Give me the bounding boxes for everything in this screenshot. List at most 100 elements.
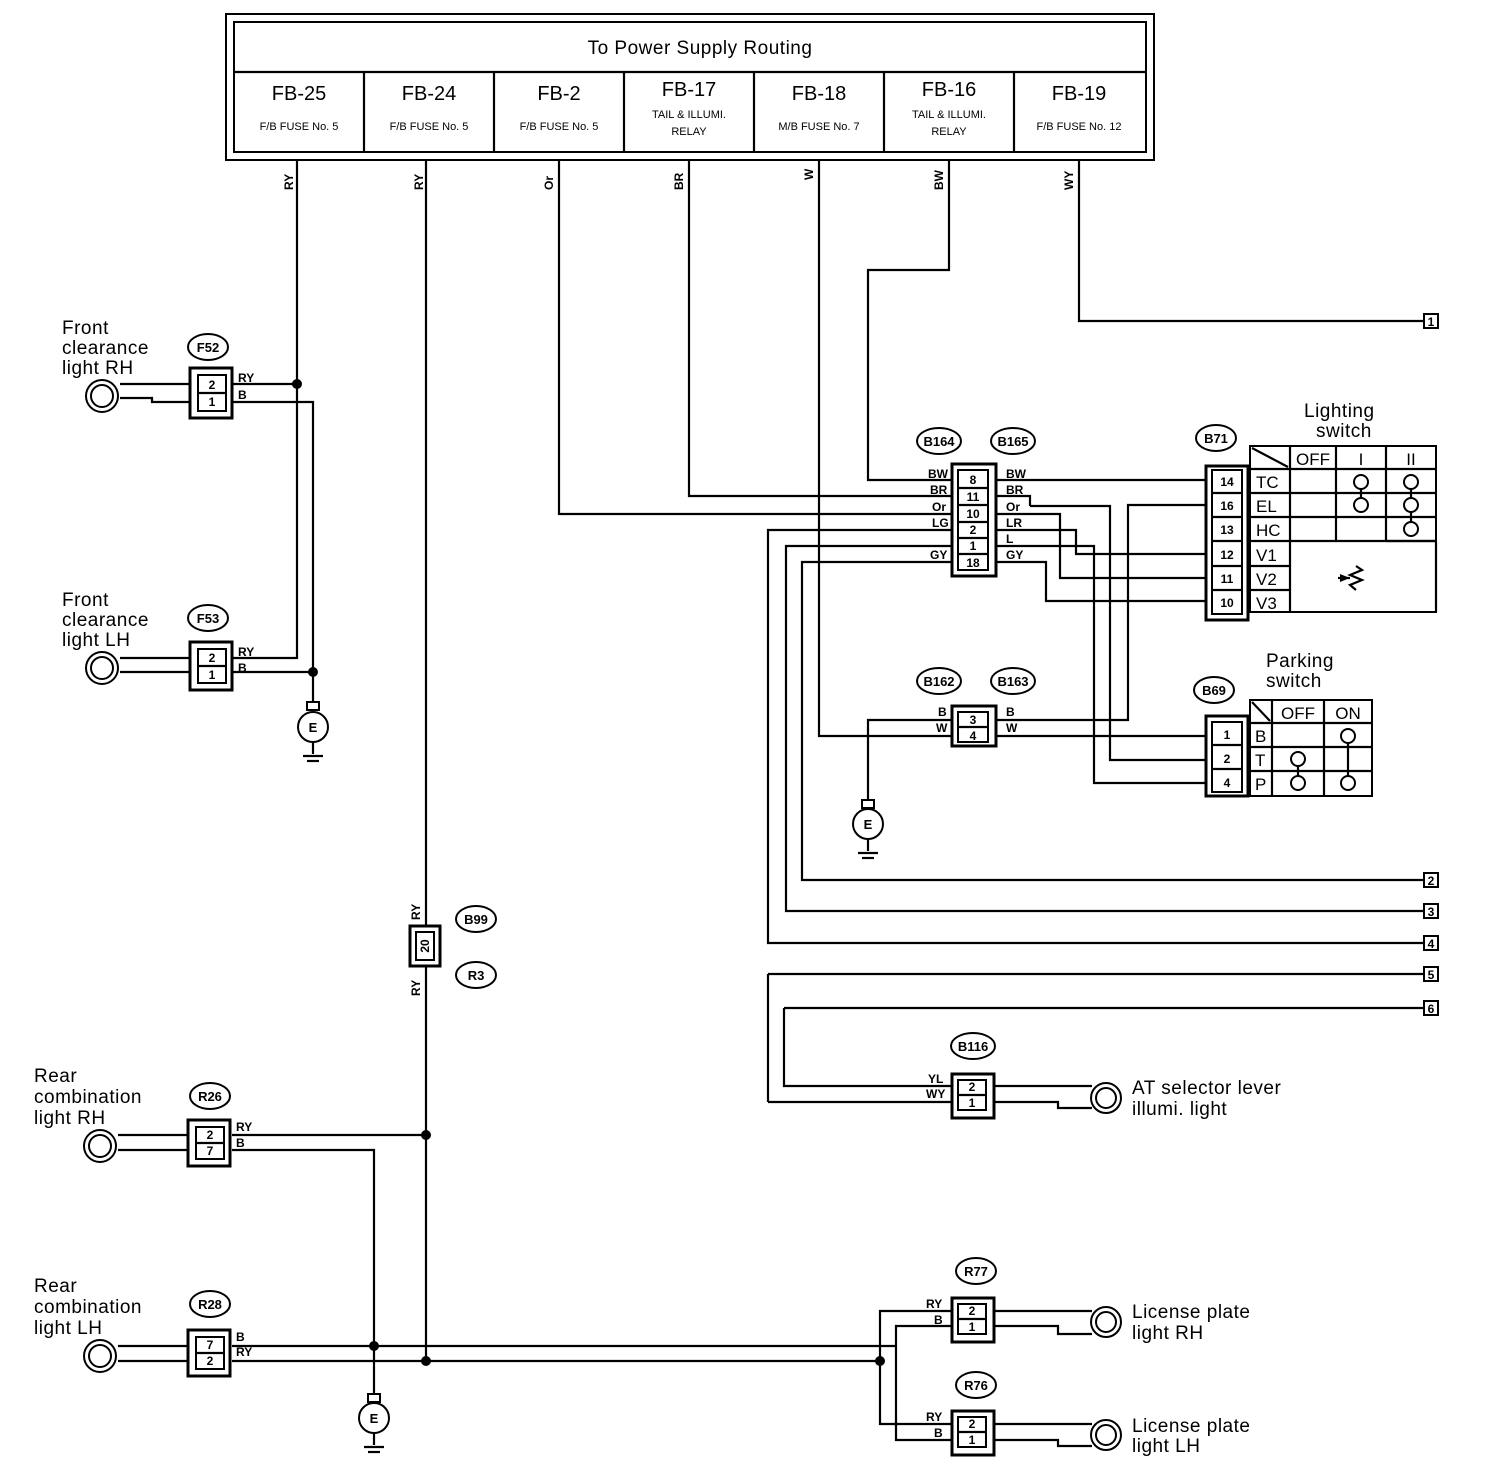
svg-text:clearance: clearance [62, 610, 149, 631]
svg-text:illumi. light: illumi. light [1132, 1099, 1227, 1120]
svg-text:F52: F52 [197, 340, 219, 355]
svg-text:switch: switch [1316, 421, 1372, 442]
bulb-rear-lh [83, 1339, 117, 1373]
svg-text:W: W [1006, 721, 1018, 735]
svg-text:12: 12 [1220, 548, 1234, 562]
wire-color-label: RY [412, 174, 426, 190]
svg-text:RY: RY [926, 1410, 942, 1424]
connector-r77: 2 1 RY B [926, 1296, 996, 1344]
svg-text:Rear: Rear [34, 1066, 77, 1087]
svg-text:EL: EL [1256, 497, 1277, 516]
svg-text:GY: GY [1006, 548, 1023, 562]
svg-text:R3: R3 [468, 968, 485, 983]
fuse-id: FB-2 [537, 83, 580, 105]
svg-text:License plate: License plate [1132, 1302, 1250, 1323]
svg-text:B: B [934, 1313, 943, 1327]
svg-text:B: B [238, 388, 247, 402]
svg-text:2: 2 [969, 1417, 976, 1431]
svg-text:14: 14 [1220, 475, 1234, 489]
connector-r28: 7 2 B RY [186, 1328, 252, 1378]
svg-text:B: B [1255, 727, 1266, 746]
svg-text:Rear: Rear [34, 1276, 77, 1297]
svg-text:1: 1 [1224, 728, 1231, 742]
svg-text:LG: LG [932, 516, 949, 530]
parking-switch-title: Parking switch [1266, 651, 1334, 692]
svg-text:2: 2 [207, 1128, 214, 1142]
svg-text:F53: F53 [197, 611, 219, 626]
svg-text:8: 8 [970, 473, 977, 487]
svg-text:II: II [1406, 450, 1415, 469]
svg-text:Front: Front [62, 318, 109, 339]
svg-text:Or: Or [1006, 500, 1020, 514]
power-supply-title: To Power Supply Routing [588, 38, 813, 59]
svg-text:18: 18 [966, 556, 980, 570]
rear-combination-rh-label: Rear combination light RH [34, 1066, 142, 1129]
svg-text:R77: R77 [964, 1264, 988, 1279]
svg-text:light LH: light LH [34, 1318, 102, 1339]
svg-text:I: I [1359, 450, 1364, 469]
svg-text:Parking: Parking [1266, 651, 1334, 672]
svg-text:E: E [864, 817, 873, 832]
fuse-desc: TAIL & ILLUMI. [912, 109, 986, 121]
connector-b164-b165: 8 11 10 2 1 18 BW BR Or LG GY BW BR Or L… [928, 462, 1027, 578]
svg-text:7: 7 [207, 1144, 214, 1158]
svg-text:AT selector lever: AT selector lever [1132, 1078, 1281, 1099]
fuse-desc: F/B FUSE No. 5 [520, 121, 599, 133]
wire-color-label: WY [1062, 171, 1076, 190]
svg-text:1: 1 [969, 1096, 976, 1110]
lighting-switch: 14 16 13 12 11 10 OFF I II TC EL HC V1 V… [1204, 445, 1438, 622]
svg-text:16: 16 [1220, 499, 1234, 513]
wire-color-label: RY [282, 174, 296, 190]
svg-text:Or: Or [932, 500, 946, 514]
svg-text:WY: WY [926, 1087, 945, 1101]
svg-text:RY: RY [926, 1297, 942, 1311]
svg-text:L: L [1006, 532, 1013, 546]
wire-color-label: Or [542, 176, 556, 190]
svg-text:13: 13 [1220, 523, 1234, 537]
svg-text:RY: RY [238, 645, 254, 659]
svg-text:V3: V3 [1256, 594, 1277, 613]
svg-text:4: 4 [1224, 776, 1231, 790]
svg-text:2: 2 [1224, 752, 1231, 766]
junctions [292, 379, 885, 1366]
svg-text:License plate: License plate [1132, 1416, 1250, 1437]
ground-icon: E [297, 701, 329, 763]
svg-text:11: 11 [967, 490, 980, 504]
svg-text:B71: B71 [1204, 431, 1228, 446]
svg-text:10: 10 [1220, 596, 1234, 610]
svg-text:RY: RY [409, 904, 423, 920]
svg-text:combination: combination [34, 1087, 142, 1108]
fuse-desc: RELAY [671, 126, 707, 138]
svg-text:BR: BR [930, 483, 948, 497]
svg-text:ON: ON [1335, 704, 1361, 723]
svg-text:light LH: light LH [1132, 1436, 1200, 1457]
svg-text:B: B [236, 1330, 245, 1344]
svg-text:4: 4 [1428, 937, 1435, 951]
at-selector-label: AT selector lever illumi. light [1132, 1078, 1281, 1120]
connector-b116: 2 1 YL WY [926, 1072, 996, 1120]
svg-text:2: 2 [1428, 874, 1435, 888]
svg-text:V2: V2 [1256, 570, 1277, 589]
fuse-desc: RELAY [931, 126, 967, 138]
svg-text:E: E [370, 1411, 379, 1426]
svg-text:light LH: light LH [62, 630, 130, 651]
fuse-id: FB-17 [662, 79, 716, 101]
svg-text:LR: LR [1006, 516, 1022, 530]
fuse-desc: F/B FUSE No. 5 [390, 121, 469, 133]
continuation-markers: 1 2 3 4 5 6 [1423, 313, 1439, 1016]
svg-text:R76: R76 [964, 1378, 988, 1393]
svg-text:2: 2 [207, 1354, 214, 1368]
connector-r76: 2 1 RY B [926, 1409, 996, 1457]
svg-text:YL: YL [928, 1072, 943, 1086]
svg-text:RY: RY [238, 371, 254, 385]
connector-id-ovals: F52 F53 R26 R28 B99 R3 B164 B165 B162 B1… [187, 333, 1237, 1399]
svg-text:1: 1 [1428, 315, 1435, 329]
fuse-desc: TAIL & ILLUMI. [652, 109, 726, 121]
svg-text:B162: B162 [923, 674, 954, 689]
bulb-front-rh [85, 379, 119, 413]
svg-text:2: 2 [209, 651, 216, 665]
svg-text:B165: B165 [997, 434, 1028, 449]
svg-text:P: P [1255, 775, 1266, 794]
fuse-id: FB-19 [1052, 83, 1106, 105]
svg-text:6: 6 [1428, 1002, 1435, 1016]
